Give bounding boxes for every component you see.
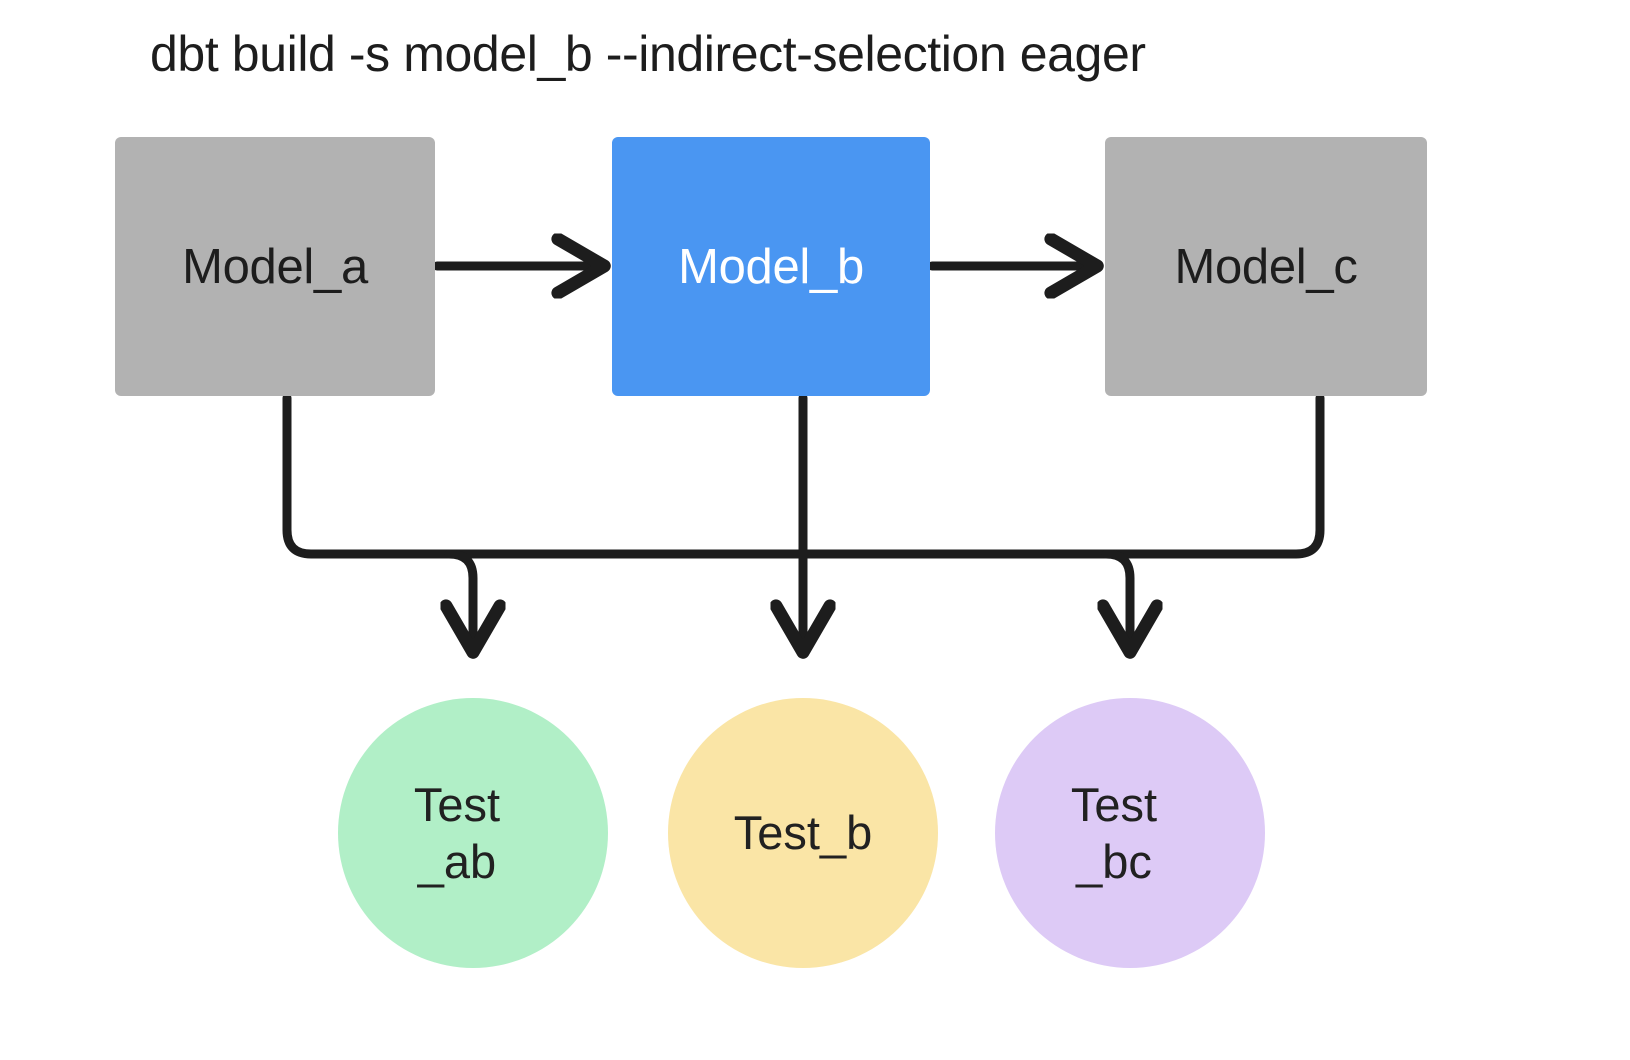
edge-branch-to-test-bc [1106, 549, 1130, 648]
node-test-ab[interactable]: Test _ab [338, 698, 608, 968]
node-model-a[interactable]: Model_a [115, 137, 435, 396]
node-test-bc-label-line1: Test [1070, 777, 1158, 831]
edge-branch-to-test-ab [449, 549, 473, 648]
node-test-b[interactable]: Test_b [668, 698, 938, 968]
node-model-c-label: Model_c [1174, 239, 1358, 294]
node-test-bc-label-line2: _bc [1076, 835, 1152, 888]
node-model-c[interactable]: Model_c [1105, 137, 1427, 396]
diagram-title: dbt build -s model_b --indirect-selectio… [150, 26, 1146, 82]
node-test-b-label: Test_b [733, 806, 873, 860]
node-model-b-label: Model_b [678, 239, 864, 294]
node-test-ab-label-line2: _ab [417, 835, 497, 888]
node-test-bc[interactable]: Test _bc [995, 698, 1265, 968]
node-model-a-label: Model_a [182, 239, 368, 294]
node-model-b[interactable]: Model_b [612, 137, 930, 396]
edge-bus-horizontal [282, 393, 1325, 559]
node-test-ab-label-line1: Test [413, 777, 501, 831]
